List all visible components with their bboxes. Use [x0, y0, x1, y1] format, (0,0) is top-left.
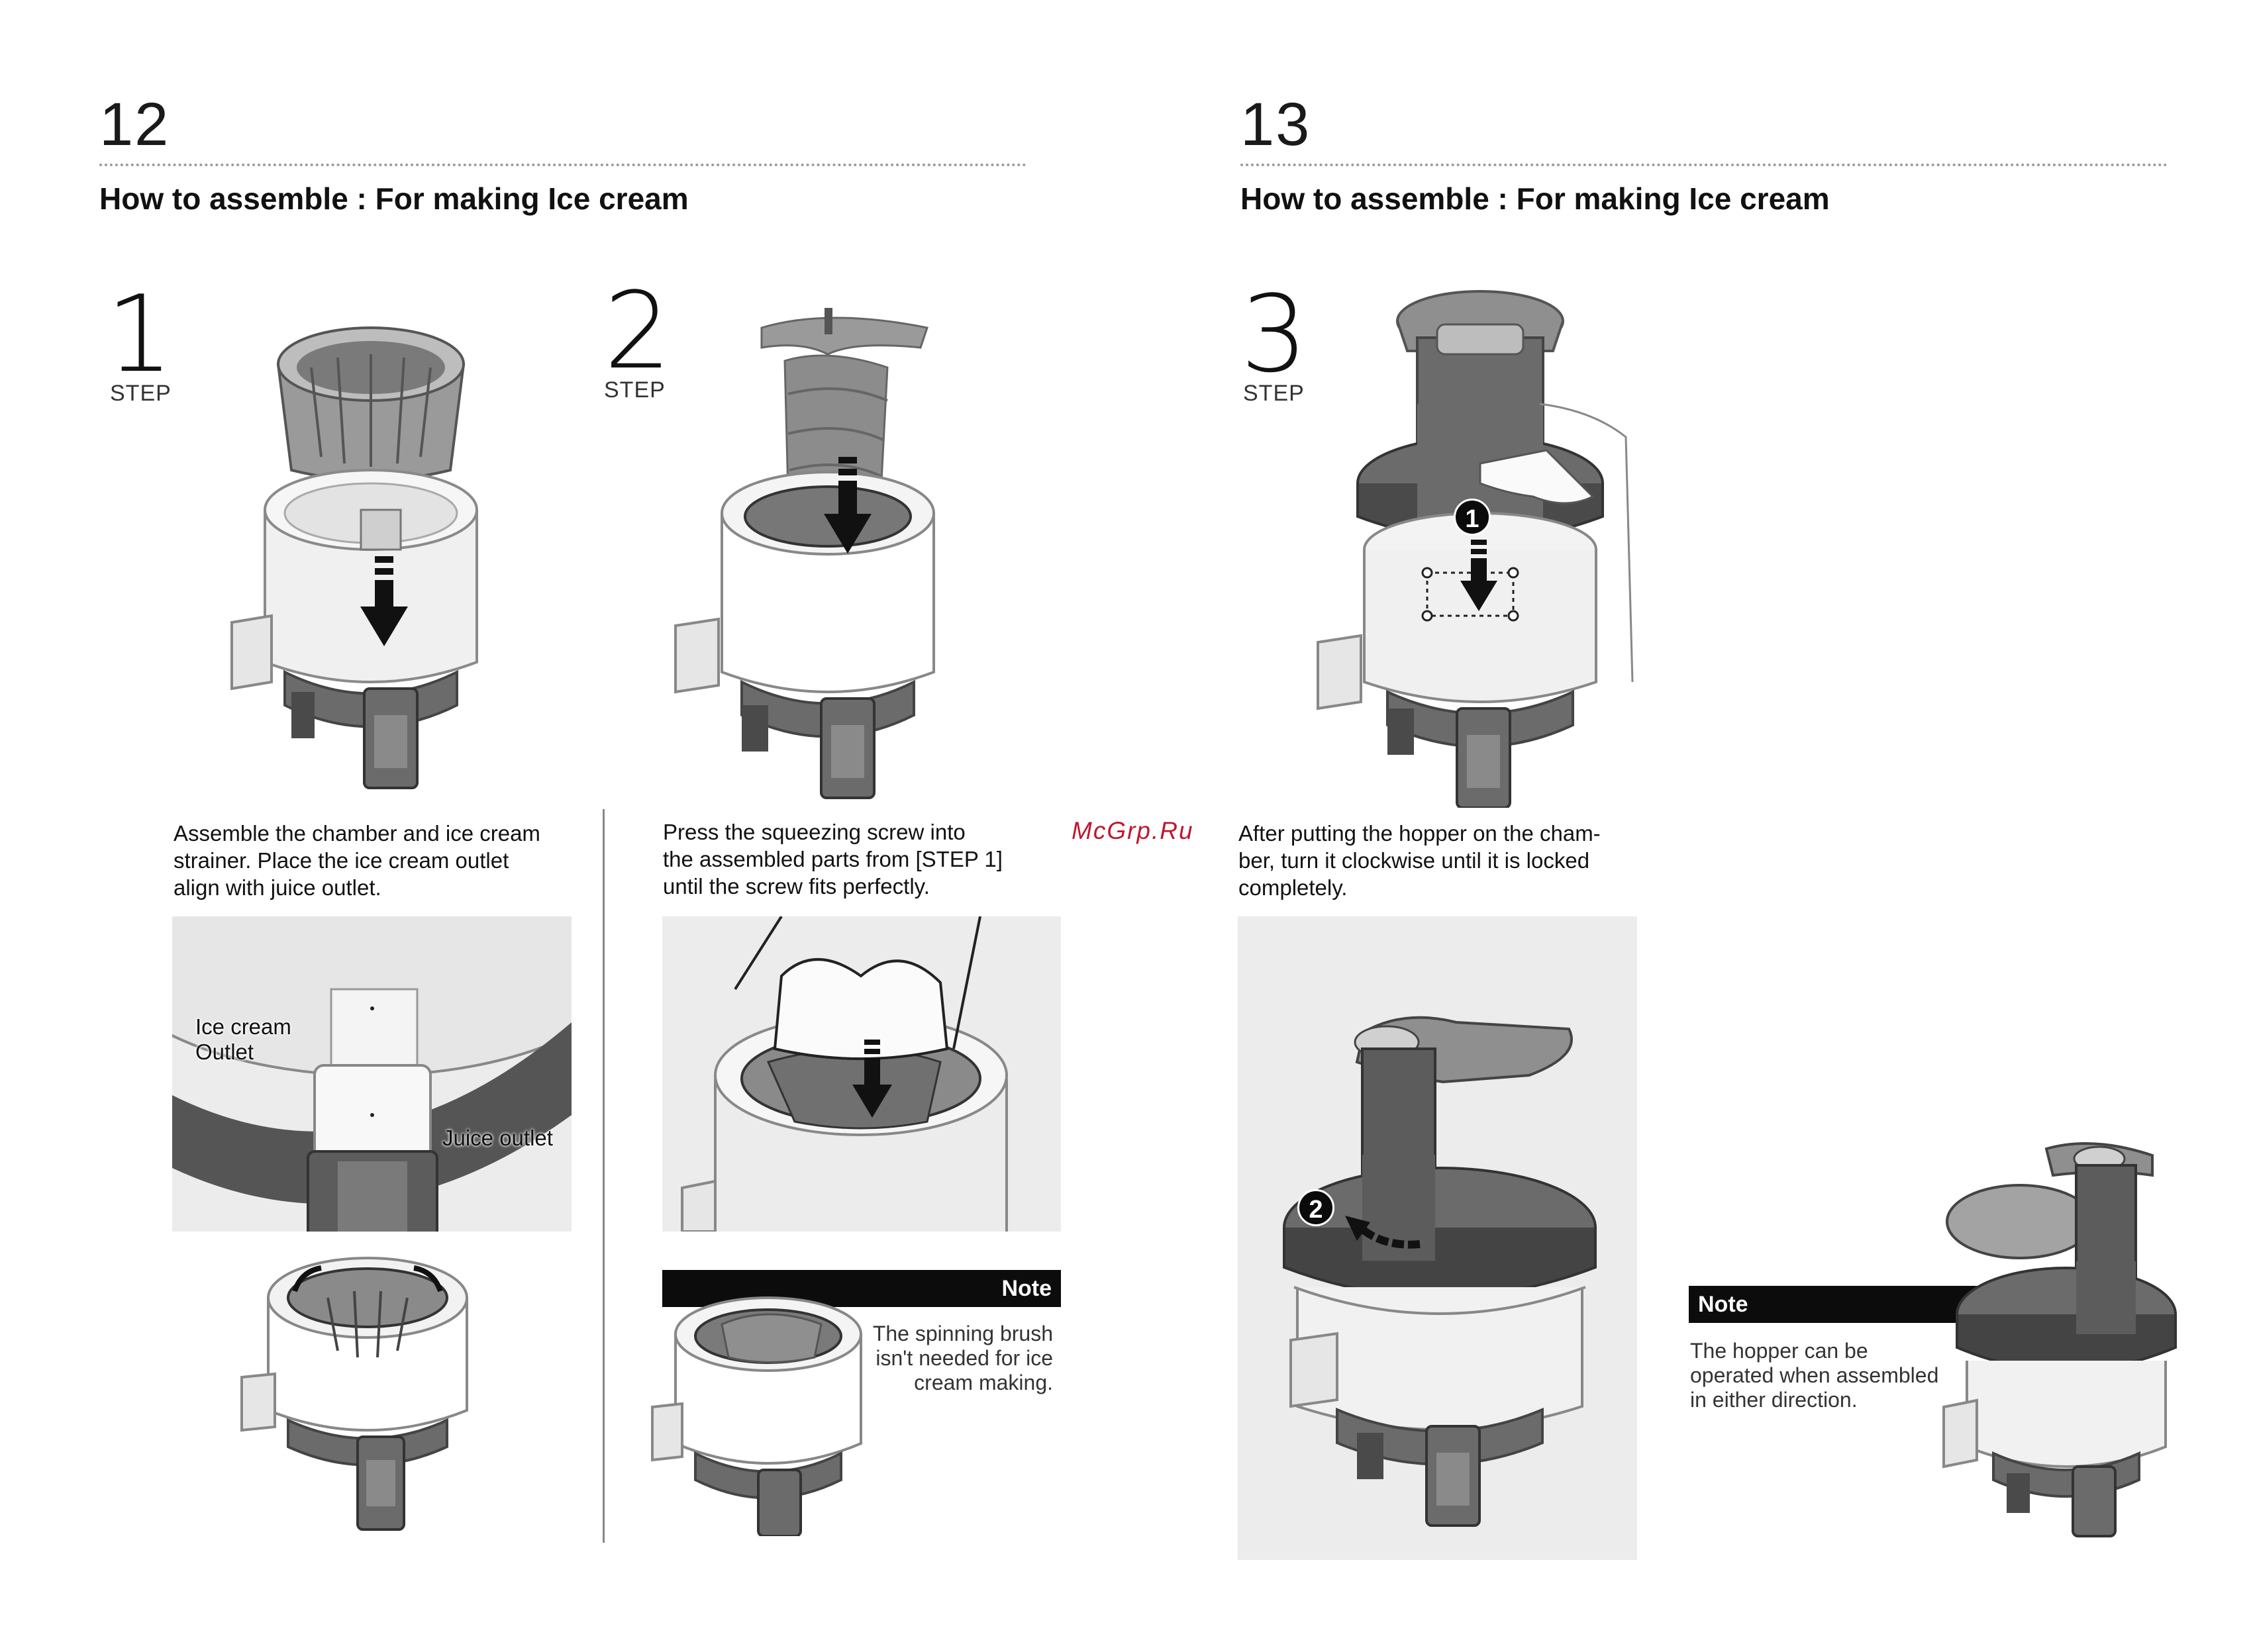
down-arrow-icon — [1459, 540, 1499, 612]
step-2-text-line-2: the assembled parts from [STEP 1] — [663, 847, 1003, 871]
step-2-note-text: The spinning brush isn't needed for ice … — [854, 1322, 1053, 1395]
step-1-label: STEP — [110, 381, 172, 406]
down-arrow-icon — [358, 556, 411, 649]
rotate-clockwise-arrow-icon — [1344, 1208, 1423, 1254]
step-3-text: After putting the hopper on the cham- be… — [1238, 820, 1601, 901]
step-3-note-line-1: The hopper can be — [1690, 1339, 1868, 1363]
page-title-right: How to assemble : For making Ice cream — [1240, 181, 1830, 216]
step-1-illustration — [212, 291, 530, 795]
header-rule-left — [99, 164, 1026, 166]
ice-cream-outlet-label-1: Ice cream — [195, 1014, 291, 1039]
page-title-left: How to assemble : For making Ice cream — [99, 181, 689, 216]
step-3-note-line-3: in either direction. — [1690, 1388, 1858, 1412]
header-rule-right — [1240, 164, 2168, 166]
step-2-note-illustration — [649, 1285, 874, 1536]
step-3-text-line-3: completely. — [1238, 875, 1348, 900]
juice-outlet-callout: Juice outlet — [442, 1126, 553, 1150]
step-1-text: Assemble the chamber and ice cream strai… — [174, 820, 540, 901]
step-1-assembled-illustration — [235, 1251, 487, 1536]
step-2-number: 2 — [604, 269, 672, 393]
step-3-text-line-1: After putting the hopper on the cham- — [1238, 821, 1601, 846]
step-2-note-line-1: The spinning brush — [872, 1322, 1053, 1345]
step-2-label: STEP — [604, 377, 666, 403]
step-3-illustration — [1315, 285, 1646, 808]
down-arrow-icon — [851, 1040, 893, 1119]
step-2-text-line-1: Press the squeezing screw into — [663, 820, 966, 844]
page-number-left: 12 — [99, 91, 170, 158]
ice-cream-outlet-callout: Ice cream Outlet — [195, 1014, 291, 1065]
step-3-note-line-2: operated when assembled — [1690, 1363, 1939, 1387]
step-2-text: Press the squeezing screw into the assem… — [663, 818, 1003, 900]
step-1-text-line-3: align with juice outlet. — [174, 875, 381, 900]
watermark: McGrp.Ru — [1072, 817, 1194, 844]
step-2-note-line-3: cream making. — [914, 1371, 1053, 1394]
step-2-note-line-2: isn't needed for ice — [876, 1346, 1053, 1370]
step-1-number: 1 — [106, 272, 174, 396]
step-1-text-line-2: strainer. Place the ice cream outlet — [174, 848, 509, 873]
step-2-text-line-3: until the screw fits perfectly. — [663, 874, 930, 899]
step-1-detail-panel: Ice cream Outlet Juice outlet — [172, 916, 572, 1232]
step-3-number: 3 — [1240, 272, 1308, 396]
step-3-label: STEP — [1243, 381, 1305, 406]
step-3-note-illustration — [1940, 1129, 2179, 1539]
ice-cream-outlet-label-2: Outlet — [195, 1040, 254, 1064]
step-3-text-line-2: ber, turn it clockwise until it is locke… — [1238, 848, 1590, 873]
page-number-right: 13 — [1240, 91, 1311, 158]
step-divider — [603, 809, 605, 1543]
down-arrow-icon — [821, 457, 874, 556]
step-3-note-text: The hopper can be operated when assemble… — [1690, 1339, 1938, 1412]
step-badge-2: 2 — [1297, 1189, 1334, 1226]
step-1-text-line-1: Assemble the chamber and ice cream — [174, 821, 540, 846]
step-badge-1: 1 — [1454, 499, 1491, 536]
step-2-detail-panel — [662, 916, 1061, 1232]
step-3-detail-panel: 2 — [1238, 916, 1637, 1560]
